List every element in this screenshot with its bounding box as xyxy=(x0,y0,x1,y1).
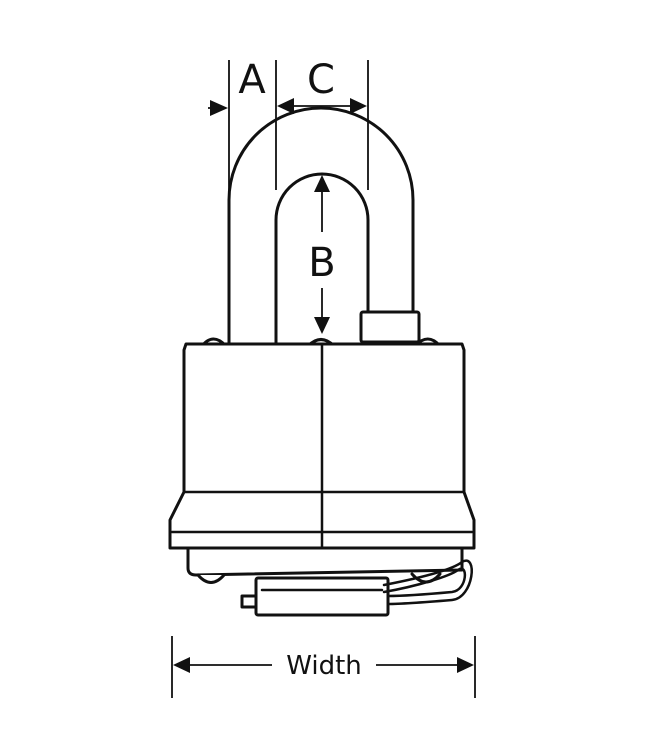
dimension-a: A xyxy=(208,57,277,195)
key-cylinder-housing xyxy=(254,576,390,617)
dimension-c: C xyxy=(277,57,369,190)
wire-cable xyxy=(382,559,473,606)
dimension-b: B xyxy=(308,175,336,334)
dimension-c-arrow-right xyxy=(350,98,367,114)
width-arrow-right xyxy=(457,657,474,673)
width-label: Width xyxy=(286,651,362,681)
dimension-a-arrow xyxy=(210,100,228,116)
dimension-b-arrow-top xyxy=(314,175,330,192)
shackle xyxy=(227,106,421,347)
dimension-a-label: A xyxy=(238,57,266,103)
dimension-c-label: C xyxy=(307,57,335,103)
dimension-b-label: B xyxy=(308,240,335,286)
wire-cable-inner xyxy=(382,567,466,598)
bottom-plate-body xyxy=(186,546,464,577)
shackle-body xyxy=(227,106,415,347)
dimension-width: Width xyxy=(171,636,476,698)
lock-body xyxy=(168,342,476,574)
key-cylinder-pin xyxy=(240,594,258,609)
shackle-collar xyxy=(359,310,421,344)
dimension-b-arrow-bottom xyxy=(314,317,330,334)
bottom-rivet-left xyxy=(196,573,226,584)
dimension-c-arrow-left xyxy=(277,98,294,114)
bottom-plate xyxy=(186,546,464,584)
wire-cable-outer xyxy=(382,559,473,606)
key-cylinder xyxy=(240,576,390,617)
width-arrow-left xyxy=(173,657,190,673)
